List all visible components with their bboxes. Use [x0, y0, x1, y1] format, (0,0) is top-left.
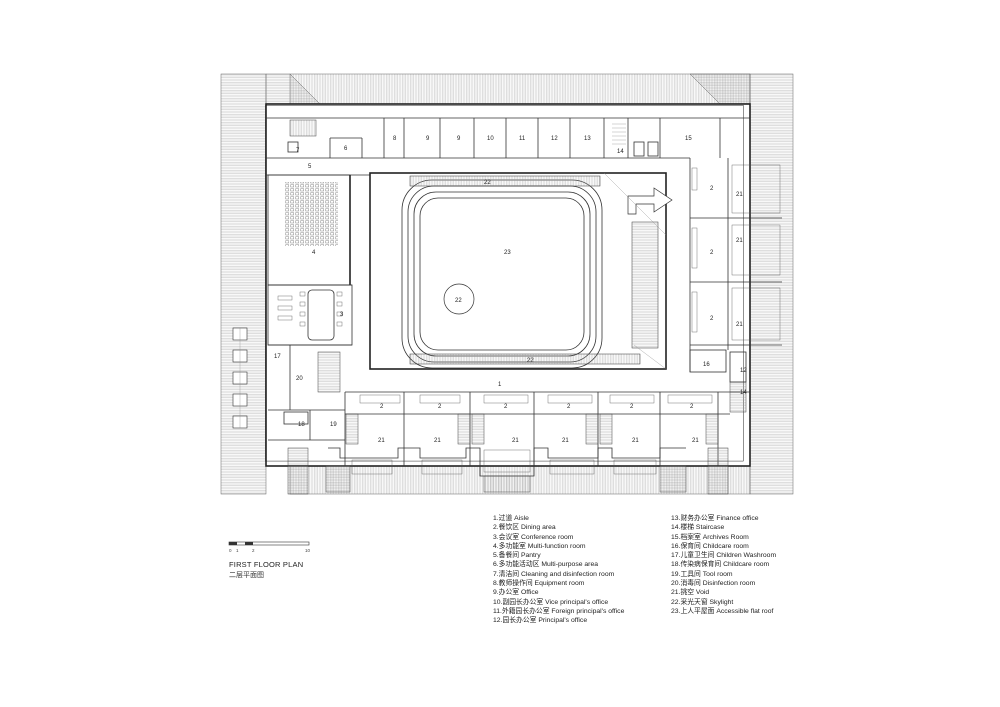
legend-item: 16.保育间 Childcare room: [671, 542, 749, 550]
legend-item: 1.过道 Aisle: [493, 515, 529, 522]
label-room-19: 19: [330, 422, 337, 428]
label-room-2-b4: 2: [567, 404, 571, 410]
label-room-2-b6: 2: [690, 404, 694, 410]
label-room-2-b1: 2: [380, 404, 384, 410]
label-room-2-r1: 2: [710, 186, 714, 192]
label-room-21-b6: 21: [692, 438, 699, 444]
legend-left-column: 1.过道 Aisle 2.餐饮区 Dining area 3.会议室 Confe…: [493, 514, 624, 626]
room-labels: 8 9 9 10 11 12 13 14 15 5 6 7 4 3 17 20 …: [274, 136, 747, 444]
label-room-4: 4: [312, 250, 316, 256]
left-facade-windows: [232, 327, 248, 429]
label-room-2-b3: 2: [504, 404, 508, 410]
label-room-14: 14: [617, 149, 624, 155]
legend-item: 23.上人平屋面 Accessible flat roof: [671, 607, 774, 615]
bottom-row-rooms: [287, 391, 750, 495]
label-room-11: 11: [519, 136, 526, 142]
label-room-21-r2: 21: [736, 238, 743, 244]
label-room-15: 15: [685, 136, 692, 142]
label-room-6: 6: [344, 146, 348, 152]
legend-item: 7.清洁间 Cleaning and disinfection room: [493, 570, 615, 578]
left-upper-rooms: [266, 119, 384, 176]
legend-item: 22.采光天窗 Skylight: [671, 598, 734, 606]
label-room-1: 1: [498, 382, 502, 388]
legend-item: 3.会议室 Conference room: [493, 533, 574, 541]
scale-label-0: 0: [229, 548, 232, 553]
label-room-20: 20: [296, 376, 303, 382]
scale-label-1: 1: [236, 548, 239, 553]
label-room-7: 7: [296, 148, 300, 154]
legend-item: 18.传染病保育间 Childcare room: [671, 561, 770, 569]
label-room-16: 16: [703, 362, 710, 368]
label-room-13: 13: [584, 136, 591, 142]
legend-item: 5.备餐间 Pantry: [493, 552, 541, 560]
label-room-21-b4: 21: [562, 438, 569, 444]
label-room-10: 10: [487, 136, 494, 142]
label-room-21-b1: 21: [378, 438, 385, 444]
label-room-23: 23: [504, 250, 511, 256]
legend-item: 4.多功能室 Multi-function room: [493, 542, 586, 550]
legend-item: 6.多功能活动区 Multi-purpose area: [493, 561, 599, 569]
label-room-22-circle: 22: [455, 298, 462, 304]
label-room-5: 5: [308, 164, 312, 170]
plan-title: FIRST FLOOR PLAN: [229, 560, 304, 569]
label-room-21-b3: 21: [512, 438, 519, 444]
legend-item: 12.园长办公室 Principal's office: [493, 617, 588, 625]
legend-item: 20.消毒间 Disinfection room: [671, 580, 756, 588]
label-room-8: 8: [393, 136, 397, 142]
right-lower-rooms: [729, 351, 747, 413]
label-room-18: 18: [298, 422, 305, 428]
legend-item: 2.餐饮区 Dining area: [493, 524, 556, 532]
building-outline: [265, 103, 751, 467]
legend-item: 21.挑空 Void: [671, 589, 710, 597]
legend-item: 15.档案室 Archives Room: [671, 533, 749, 541]
top-office-strip: [266, 117, 750, 159]
label-room-2-r3: 2: [710, 316, 714, 322]
label-room-2-b2: 2: [438, 404, 442, 410]
scale-label-2: 2: [252, 548, 255, 553]
scale-bar: [228, 541, 310, 546]
left-lower-rooms: [268, 344, 352, 441]
scale-label-10: 10: [305, 548, 311, 553]
legend-item: 17.儿童卫生间 Children Washroom: [671, 552, 777, 560]
label-room-21-b2: 21: [434, 438, 441, 444]
label-room-22-top: 22: [484, 180, 491, 186]
label-room-14-right: 14: [740, 390, 747, 396]
label-room-21-b5: 21: [632, 438, 639, 444]
legend-item: 9.办公室 Office: [493, 589, 539, 597]
label-room-3: 3: [340, 312, 344, 318]
legend-item: 19.工具间 Tool room: [671, 570, 733, 578]
legend-item: 14.楼梯 Staircase: [671, 524, 725, 532]
legend-right-column: 13.财务办公室 Finance office 14.楼梯 Staircase …: [671, 514, 776, 616]
right-rooms: [689, 158, 782, 373]
legend-item: 8.教师操作间 Equipment room: [493, 580, 585, 588]
label-room-2-r2: 2: [710, 250, 714, 256]
legend-item: 11.外籍园长办公室 Foreign principal's office: [493, 607, 625, 615]
label-room-12: 12: [551, 136, 558, 142]
label-room-12-right: 12: [740, 368, 747, 374]
label-room-21-r3: 21: [736, 322, 743, 328]
label-room-17: 17: [274, 354, 281, 360]
central-courtyard: [369, 172, 673, 370]
plan-title-cn: 二层平面图: [229, 572, 264, 579]
label-room-9b: 9: [457, 136, 461, 142]
label-room-9a: 9: [426, 136, 430, 142]
label-room-21-r1: 21: [736, 192, 743, 198]
label-room-2-b5: 2: [630, 404, 634, 410]
label-room-22-bottom: 22: [527, 358, 534, 364]
legend-item: 10.副园长办公室 Vice principal's office: [493, 598, 609, 606]
multifunction-room: [267, 174, 352, 286]
roof-hatching: [220, 73, 794, 495]
legend-item: 13.财务办公室 Finance office: [671, 515, 759, 522]
